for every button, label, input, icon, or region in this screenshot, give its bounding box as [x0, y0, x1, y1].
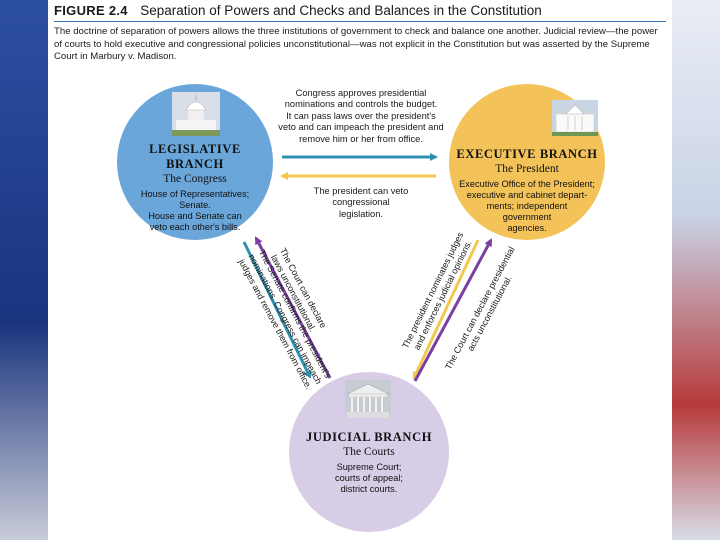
capitol-icon [172, 92, 220, 136]
judicial-branch-sub: The Courts [343, 446, 395, 458]
congress-powers-line: remove him or her from office. [299, 133, 423, 144]
figure-slide: FIGURE 2.4 Separation of Powers and Chec… [48, 0, 672, 540]
figure-label: FIGURE 2.4 [54, 3, 128, 18]
congress-powers-line: nominations and controls the budget. [284, 99, 438, 110]
president-veto-line: The president can veto [313, 186, 409, 196]
judicial-branch-detail: Supreme Court; courts of appeal; distric… [294, 462, 444, 495]
executive-branch-name: EXECUTIVE BRANCH [456, 147, 598, 161]
judicial-circle [289, 372, 449, 532]
executive-detail-line: ments; independent [486, 201, 568, 211]
background-right-panel [672, 0, 720, 540]
executive-detail-line: government [502, 212, 552, 222]
president-veto-line: legislation. [339, 208, 383, 219]
congress-powers-text: Congress approves presidential nominatio… [276, 88, 446, 145]
legislative-branch-sub: The Congress [163, 173, 227, 185]
figure-title: Separation of Powers and Checks and Bala… [140, 3, 542, 18]
arrow-president-to-court [412, 239, 480, 380]
judicial-detail-line: courts of appeal; [335, 473, 403, 483]
legislative-circle [117, 84, 273, 240]
arrow-senate-to-court [242, 241, 312, 379]
legislative-detail-line: House of Representatives; [140, 189, 250, 199]
congress-powers-line: Congress approves presidential [295, 88, 427, 98]
judicial-branch-name: JUDICIAL BRANCH [305, 430, 433, 444]
figure-header: FIGURE 2.4 Separation of Powers and Chec… [54, 2, 666, 22]
president-veto-text: The president can veto congressional leg… [286, 186, 436, 220]
president-veto-line: congressional [332, 197, 390, 208]
legislative-detail-line: House and Senate can [148, 211, 242, 221]
legislative-detail-line: Senate. [179, 200, 211, 210]
legislative-branch-text: LEGISLATIVE BRANCH The Congress House of… [124, 142, 266, 233]
executive-detail-line: Executive Office of the President; [459, 179, 595, 189]
judicial-branch-text: JUDICIAL BRANCH The Courts Supreme Court… [294, 430, 444, 495]
executive-branch-sub: The President [495, 163, 559, 175]
header-divider [54, 21, 666, 22]
executive-branch-text: EXECUTIVE BRANCH The President Executive… [454, 147, 600, 234]
diagram-canvas [117, 84, 605, 532]
congress-powers-line: It can pass laws over the president's [286, 110, 436, 121]
executive-branch-detail: Executive Office of the President; execu… [454, 179, 600, 234]
arrow-court-to-president [413, 238, 493, 382]
executive-detail-line: agencies. [507, 223, 547, 233]
figure-caption: The doctrine of separation of powers all… [54, 26, 658, 63]
executive-detail-line: executive and cabinet depart- [466, 190, 588, 200]
legislative-branch-name: LEGISLATIVE BRANCH [149, 142, 241, 171]
legislative-branch-detail: House of Representatives; Senate. House … [124, 189, 266, 233]
judicial-detail-line: Supreme Court; [336, 462, 402, 472]
supreme-court-icon [345, 380, 391, 418]
judicial-detail-line: district courts. [340, 484, 398, 494]
background-left-panel [0, 0, 48, 540]
legislative-detail-line: veto each other's bills. [149, 222, 241, 232]
arrow-court-to-congress [254, 236, 332, 379]
white-house-icon [552, 100, 598, 136]
congress-powers-line: veto and can impeach the president and [278, 122, 444, 133]
